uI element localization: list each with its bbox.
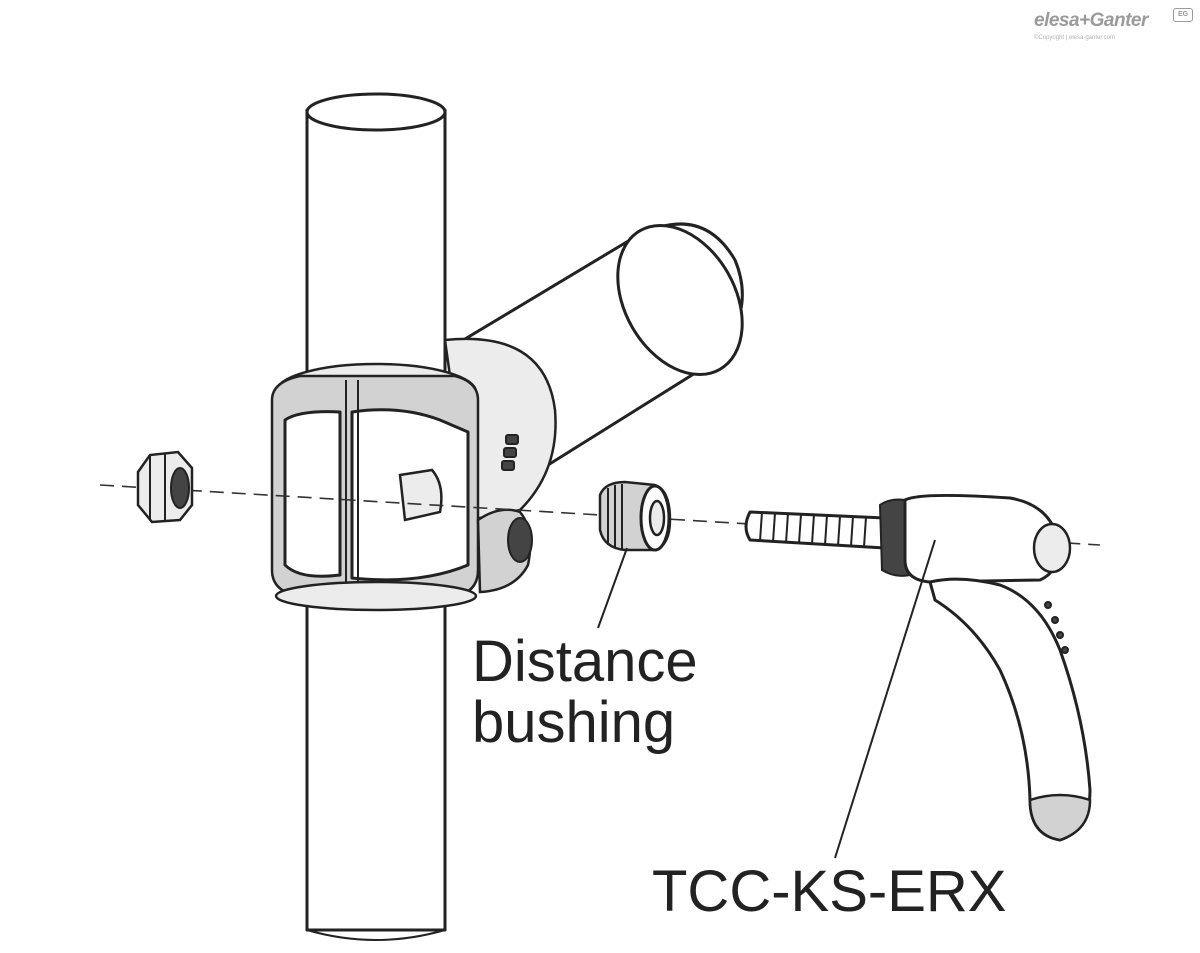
brand-copyright: ©Copyright | elesa-ganter.com xyxy=(1034,35,1116,41)
brand-logo: elesa+Ganter ©Copyright | elesa-ganter.c… xyxy=(1034,8,1194,48)
distance-bushing-label: Distance bushing xyxy=(472,629,698,755)
bushing-knurl xyxy=(607,484,623,549)
hex-nut xyxy=(136,450,194,524)
cam-lever xyxy=(744,493,1092,842)
part-code-label: TCC-KS-ERX xyxy=(652,859,1007,924)
bushing-label-line1: Distance xyxy=(472,629,698,694)
bushing-leader-line xyxy=(597,547,628,629)
clamp-logo-marks xyxy=(501,434,519,471)
clamp-lug xyxy=(476,508,533,594)
lever-grip-dots xyxy=(1044,601,1069,654)
threaded-stud xyxy=(744,510,887,550)
tube-clamp xyxy=(270,337,557,612)
brand-name: elesa+Ganter xyxy=(1034,10,1148,31)
bushing-label-line2: bushing xyxy=(472,689,676,755)
distance-bushing xyxy=(598,480,672,552)
lever-leader-line xyxy=(834,539,936,859)
brand-badge-icon: EG xyxy=(1173,8,1193,22)
assembly-axis xyxy=(99,484,1101,546)
